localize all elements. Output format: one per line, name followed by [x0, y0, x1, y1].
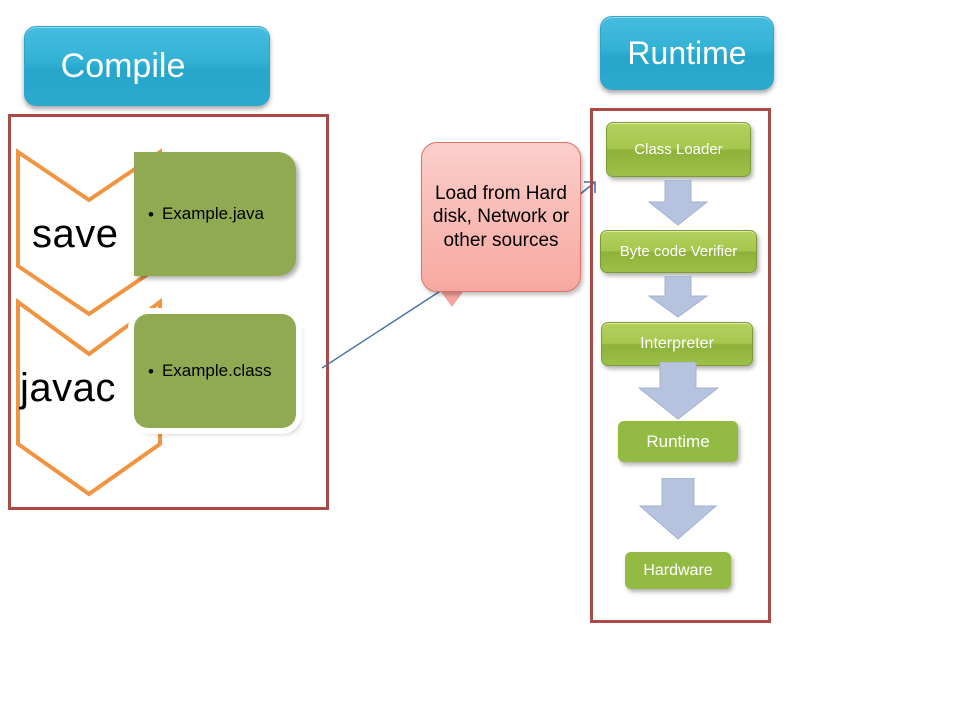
runtime-stage-label-hardware: Hardware — [643, 561, 713, 579]
artifact-box-example-java[interactable]: • Example.java — [134, 152, 296, 276]
compile-header-label: Compile — [60, 46, 186, 85]
artifact-label-example-class: Example.class — [161, 361, 272, 380]
runtime-stage-runtime[interactable]: Runtime — [618, 421, 738, 462]
artifact-box-example-class[interactable]: • Example.class — [134, 314, 296, 428]
callout-text: Load from Hard disk, Network or other so… — [432, 183, 570, 251]
chevron-javac — [16, 298, 162, 497]
down-arrow-icon-2 — [647, 276, 709, 318]
bullet-glyph-1: • — [148, 204, 154, 224]
chevron-javac-label: javac — [20, 366, 116, 410]
down-arrow-icon-1 — [647, 180, 709, 226]
runtime-stage-hardware[interactable]: Hardware — [625, 552, 731, 589]
connector-compile-to-callout — [321, 287, 446, 369]
down-arrow-icon-3 — [637, 362, 720, 420]
down-arrow-icon-4 — [638, 478, 718, 540]
runtime-header-label: Runtime — [627, 34, 747, 71]
runtime-stage-interpreter[interactable]: Interpreter — [601, 322, 753, 366]
runtime-panel — [590, 108, 771, 623]
runtime-stage-label-byte-code-verifier: Byte code Verifier — [619, 243, 738, 260]
bullet-glyph-2: • — [148, 361, 154, 381]
artifact-label-example-java: Example.java — [161, 204, 265, 223]
runtime-stage-label-runtime: Runtime — [646, 431, 710, 451]
compile-header-pill[interactable]: Compile — [24, 26, 270, 106]
runtime-stage-label-class-loader: Class Loader — [634, 141, 723, 158]
chevron-save-label: save — [32, 212, 119, 256]
callout-load-sources[interactable]: Load from Hard disk, Network or other so… — [421, 142, 581, 292]
runtime-stage-class-loader[interactable]: Class Loader — [606, 122, 751, 177]
runtime-header-pill[interactable]: Runtime — [600, 16, 774, 90]
runtime-stage-byte-code-verifier[interactable]: Byte code Verifier — [600, 230, 757, 273]
runtime-stage-label-interpreter: Interpreter — [640, 335, 714, 352]
compile-panel — [8, 114, 329, 510]
